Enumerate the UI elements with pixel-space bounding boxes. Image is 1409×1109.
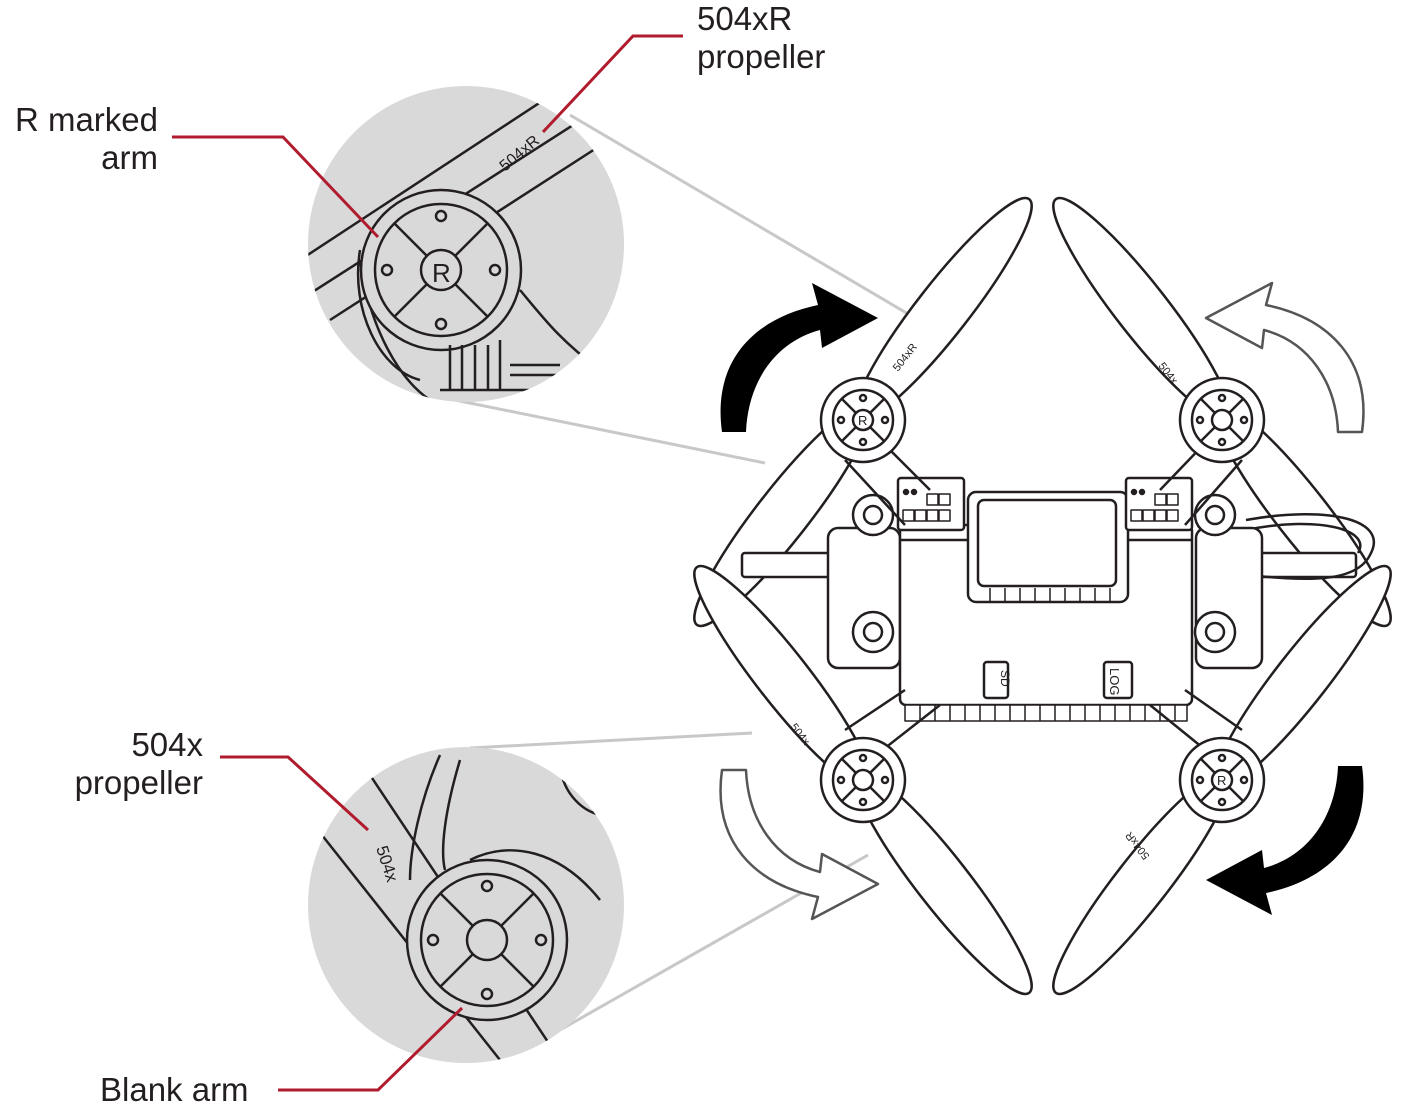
zoom-detail-blank-arm: 504x: [308, 747, 624, 1063]
callout-504xr-line1: 504xR: [697, 0, 793, 37]
cooling-fins: [989, 588, 1111, 602]
callout-504x-propeller: 504x propeller: [40, 726, 203, 802]
callout-504xr-propeller: 504xR propeller: [697, 0, 825, 76]
zoom-bottom-motor: [405, 858, 569, 1022]
motor-front-right: [1178, 376, 1266, 464]
callout-r-marked-line2: arm: [101, 139, 158, 176]
callout-504x-line1: 504x: [131, 726, 203, 763]
motor-rear-right: [1178, 736, 1266, 824]
callout-r-marked-arm: R marked arm: [0, 101, 158, 177]
zoom-top-arm-mark: R: [432, 258, 451, 288]
callout-r-marked-line1: R marked: [14, 101, 158, 138]
callout-504x-line2: propeller: [74, 764, 203, 801]
heat-sink: [904, 704, 1188, 722]
zoom-top-motor: [359, 188, 523, 352]
callout-504xr-line2: propeller: [697, 38, 826, 75]
motor-rear-left: [819, 736, 907, 824]
leader-lines: [172, 34, 683, 1092]
drone-top-view: 504xR 504x 504x 504xR: [693, 196, 1392, 996]
log-button-label: LOG: [1107, 668, 1122, 695]
sd-card-label: SD: [998, 670, 1012, 687]
motor-front-left: [819, 376, 907, 464]
arm-mark-rear-right: R: [1217, 773, 1226, 788]
callout-blank-arm: Blank arm: [100, 1071, 249, 1109]
rotation-arrow-front-right-counterclockwise: [1204, 281, 1365, 434]
rotation-arrow-rear-right-clockwise: [1206, 766, 1364, 915]
callout-blank-arm-line1: Blank arm: [100, 1071, 249, 1108]
rotation-arrow-front-left-clockwise: [720, 283, 878, 432]
rotation-arrow-rear-left-counterclockwise: [719, 768, 880, 921]
arm-mark-front-left: R: [858, 413, 867, 428]
zoom-detail-r-marked-arm: R 504xR: [308, 86, 624, 402]
